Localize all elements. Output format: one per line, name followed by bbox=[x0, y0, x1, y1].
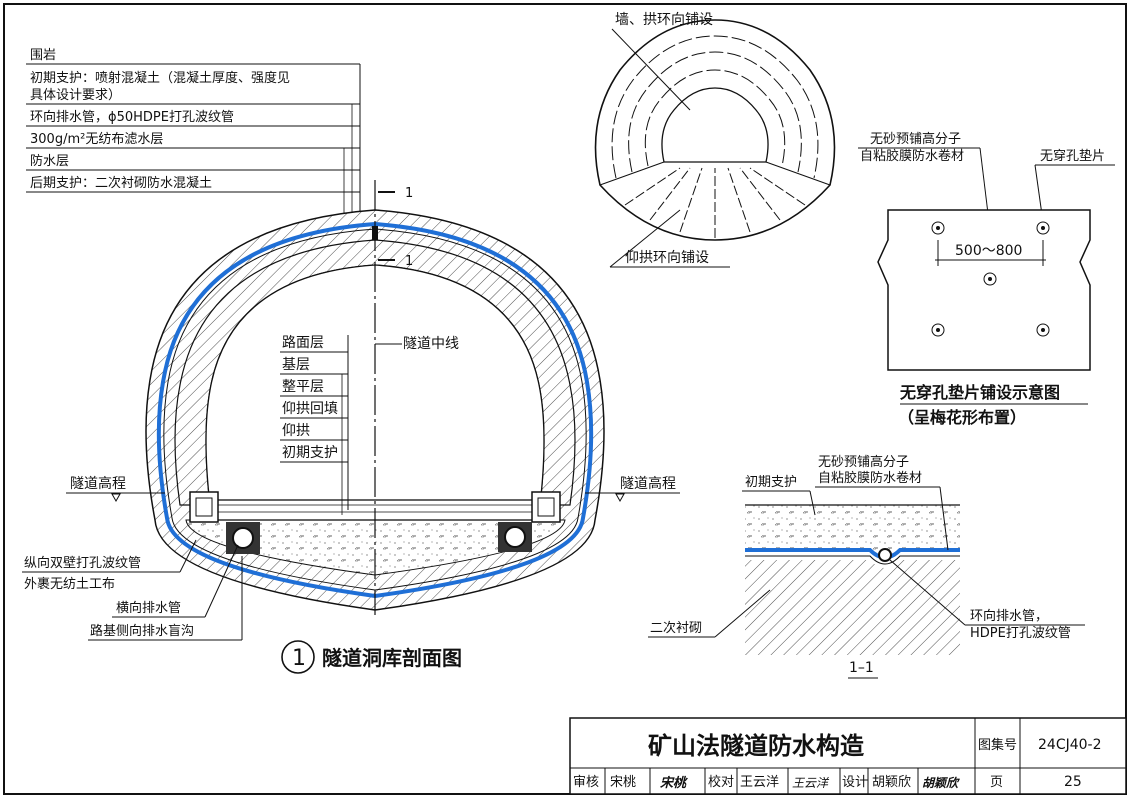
pad-circles bbox=[931, 221, 1050, 337]
detail-pipe-label-1: 环向排水管， bbox=[970, 608, 1048, 624]
drain-pipe-right bbox=[504, 526, 526, 548]
tunnel-section: 1 1 隧道中线 路面层 基层 整平层 仰拱回填 仰拱 初期支护 隧道高程 隧道… bbox=[22, 180, 680, 674]
designer-signature: 胡颖欣 bbox=[922, 776, 960, 790]
ring-invert-label: 仰拱环向铺设 bbox=[625, 250, 709, 266]
page-number: 25 bbox=[1064, 774, 1082, 790]
ring-layout-diagram: 墙、拱环向铺设 仰拱环向铺设 bbox=[594, 12, 836, 268]
section-number: 1 bbox=[292, 646, 306, 671]
section-number-circle bbox=[281, 640, 315, 674]
bottom-label: 外裹无纺土工布 bbox=[24, 577, 115, 592]
pavement-layer-label: 仰拱 bbox=[282, 423, 310, 439]
elevation-label-left: 隧道高程 bbox=[70, 475, 126, 492]
check-label: 校对 bbox=[708, 774, 734, 790]
section-mark-bottom: 1 bbox=[405, 254, 413, 269]
layer-label: 初期支护：喷射混凝土（混凝土厚度、强度见 bbox=[30, 70, 290, 86]
layer-label: 具体设计要求） bbox=[30, 88, 121, 103]
page-label: 页 bbox=[990, 775, 1003, 790]
reviewer-signature: 宋桃 bbox=[660, 775, 688, 791]
layer-label: 环向排水管，ϕ50HDPE打孔波纹管 bbox=[30, 109, 234, 125]
sheet-frame bbox=[3, 3, 1127, 795]
pad-membrane-label-2: 自粘胶膜防水卷材 bbox=[860, 148, 964, 164]
detail-label: 1–1 bbox=[849, 660, 874, 676]
pavement-layer-label: 初期支护 bbox=[282, 444, 338, 461]
layer-label: 围岩 bbox=[30, 48, 56, 63]
detail-pipe bbox=[878, 548, 892, 562]
pad-diagram-title: 无穿孔垫片铺设示意图 bbox=[899, 383, 1060, 402]
design-label: 设计 bbox=[842, 775, 868, 790]
pad-spacing: 500～800 bbox=[955, 243, 1022, 259]
checker-name: 王云洋 bbox=[740, 775, 779, 790]
drain-pipe-left bbox=[232, 527, 254, 549]
pad-membrane-label-1: 无砂预铺高分子 bbox=[870, 131, 961, 147]
atlas-label: 图集号 bbox=[978, 737, 1017, 753]
reviewer-name: 宋桃 bbox=[610, 775, 636, 790]
detail-secondary-label: 二次衬砌 bbox=[650, 620, 702, 636]
layer-label: 防水层 bbox=[30, 153, 69, 169]
pavement-layer-label: 路面层 bbox=[282, 335, 324, 351]
centerline-label: 隧道中线 bbox=[403, 336, 459, 352]
layer-label: 300g/m²无纺布滤水层 bbox=[30, 132, 163, 147]
title-block: 矿山法隧道防水构造 图集号 24CJ40-2 审核 宋桃 宋桃 校对 王云洋 王… bbox=[569, 717, 1127, 795]
ring-wall-label: 墙、拱环向铺设 bbox=[615, 12, 713, 28]
checker-signature: 王云洋 bbox=[792, 776, 830, 790]
detail-1-1: 初期支护 无砂预铺高分子 自粘胶膜防水卷材 二次衬砌 环向排水管， HDPE打孔… bbox=[648, 454, 1085, 679]
pavement-layer-label: 仰拱回填 bbox=[282, 401, 338, 417]
layer-label: 后期支护：二次衬砌防水混凝土 bbox=[30, 175, 212, 191]
pavement-layer-label: 整平层 bbox=[282, 379, 324, 395]
pavement-layer-callouts: 路面层 基层 整平层 仰拱回填 仰拱 初期支护 bbox=[280, 335, 349, 515]
section-title: 隧道洞库剖面图 bbox=[322, 646, 462, 670]
drawing-title: 矿山法隧道防水构造 bbox=[648, 732, 864, 760]
bottom-label: 路基侧向排水盲沟 bbox=[90, 623, 194, 639]
section-mark-top: 1 bbox=[405, 186, 413, 201]
bottom-label: 横向排水管 bbox=[116, 600, 181, 616]
designer-name: 胡颖欣 bbox=[872, 775, 911, 790]
bottom-label: 纵向双壁打孔波纹管 bbox=[24, 555, 141, 571]
pad-layout-diagram: 无砂预铺高分子 自粘胶膜防水卷材 无穿孔垫片 500～800 无穿孔垫片铺设示意… bbox=[858, 131, 1115, 427]
detail-membrane-label-1: 无砂预铺高分子 bbox=[818, 454, 909, 470]
pad-label: 无穿孔垫片 bbox=[1040, 148, 1105, 164]
detail-pipe-label-2: HDPE打孔波纹管 bbox=[970, 626, 1071, 641]
detail-primary-label: 初期支护 bbox=[745, 475, 797, 490]
pad-diagram-subtitle: （呈梅花形布置） bbox=[898, 408, 1026, 427]
atlas-number: 24CJ40-2 bbox=[1038, 737, 1102, 753]
detail-membrane-label-2: 自粘胶膜防水卷材 bbox=[818, 470, 922, 486]
layer-callouts: 围岩 初期支护：喷射混凝土（混凝土厚度、强度见 具体设计要求） 环向排水管，ϕ5… bbox=[26, 48, 361, 240]
elevation-label-right: 隧道高程 bbox=[620, 475, 676, 492]
pavement-layer-label: 基层 bbox=[282, 356, 310, 373]
review-label: 审核 bbox=[573, 775, 599, 790]
